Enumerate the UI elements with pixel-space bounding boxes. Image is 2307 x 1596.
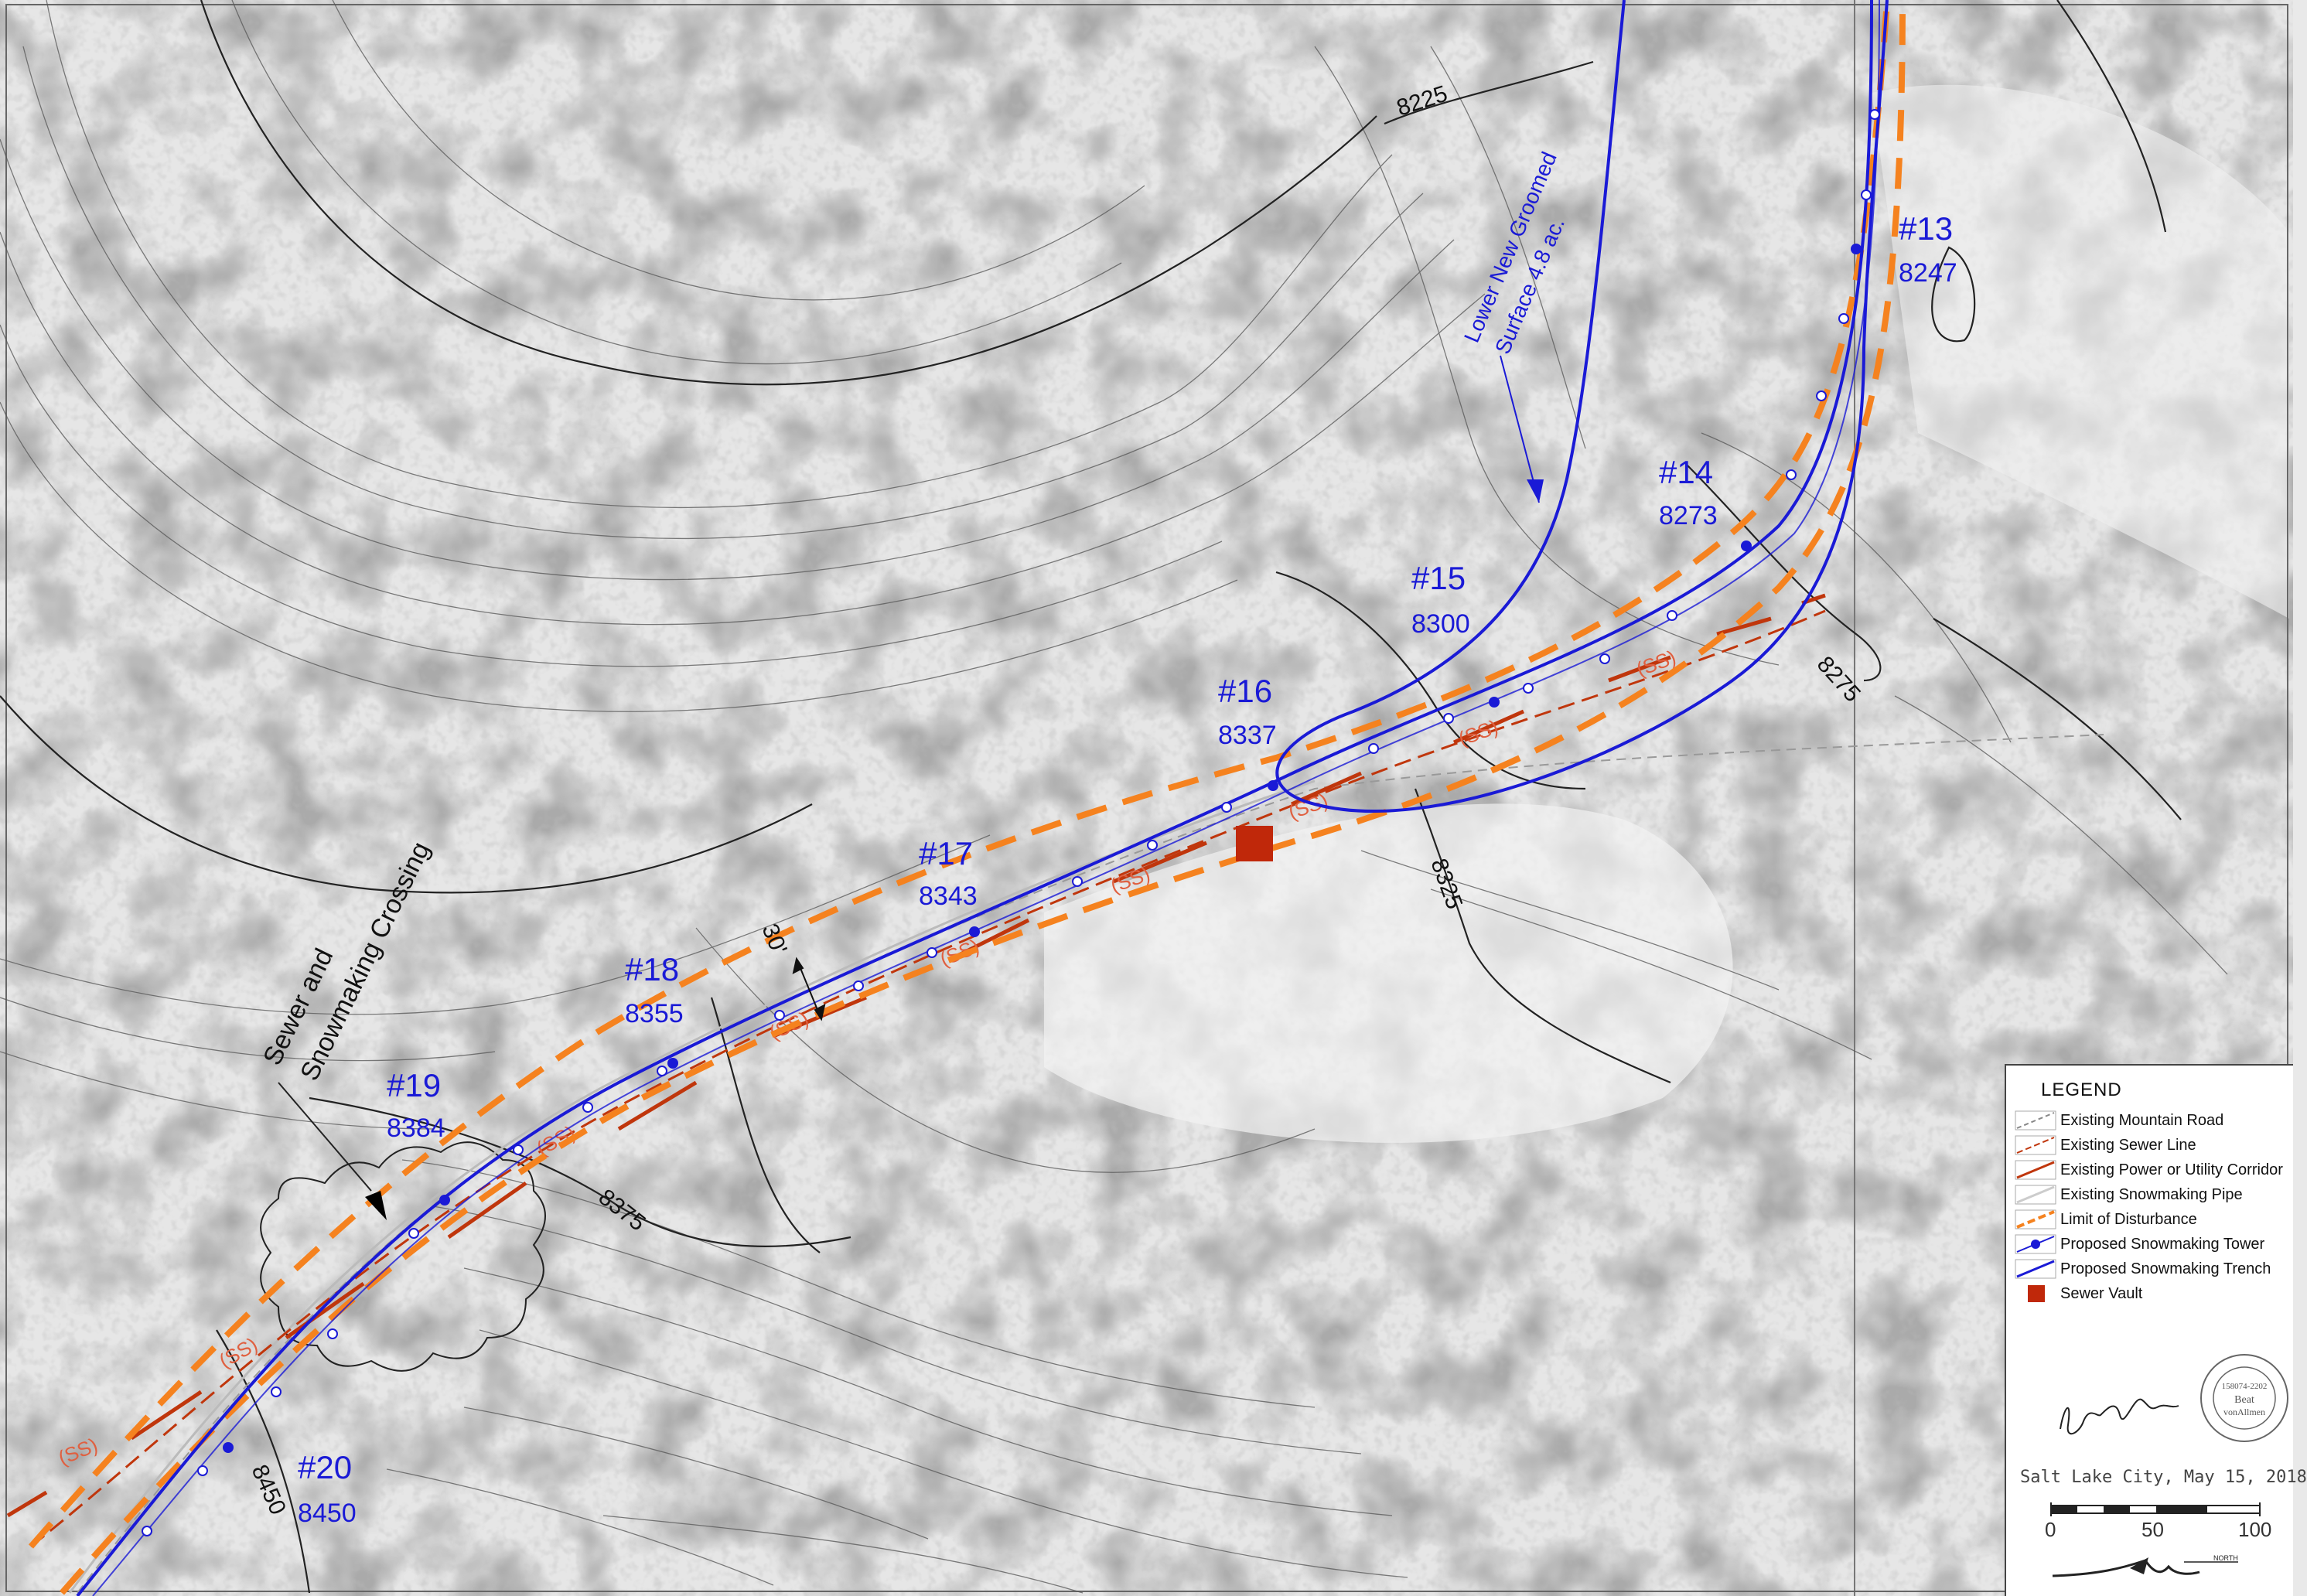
legend-item-trench: Proposed Snowmaking Trench: [2014, 1257, 2292, 1281]
legend-item-vault: Sewer Vault: [2014, 1282, 2292, 1305]
signature-icon: [2060, 1398, 2179, 1435]
map-border: [5, 4, 2288, 1592]
tower-16-id: #16: [1218, 673, 1272, 709]
tower-20-elev: 8450: [298, 1499, 357, 1528]
tower-17-id: #17: [919, 835, 973, 871]
scale-label-0: 0: [2045, 1518, 2056, 1541]
existing-sewer-line: [30, 609, 1826, 1548]
tower-17-elev: 8343: [919, 882, 978, 911]
tower-18-id: #18: [625, 951, 679, 987]
engineer-seal-icon: 158074-2202 Beat vonAllmen: [2200, 1354, 2288, 1442]
groomed-surface-trench: [1275, 0, 1889, 813]
tower-20-id: #20: [298, 1449, 352, 1485]
limit-of-disturbance: [28, 0, 1906, 1595]
legend-title: LEGEND: [2041, 1079, 2122, 1100]
tower-18-marker[interactable]: [667, 1058, 678, 1069]
location-date: Salt Lake City, May 15, 2018: [2020, 1468, 2307, 1487]
tower-16-marker[interactable]: [1268, 780, 1278, 791]
legend-item-pipe: Existing Snowmaking Pipe: [2014, 1183, 2292, 1206]
scale-label-50: 50: [2141, 1518, 2164, 1541]
tower-20-marker[interactable]: [223, 1442, 234, 1453]
tower-19-id: #19: [387, 1067, 441, 1103]
cleared-run: [1044, 803, 1733, 1143]
minor-contours: [0, 0, 2228, 1594]
width-dimension: [792, 957, 826, 1021]
tower-16-elev: 8337: [1218, 721, 1277, 750]
proposed-snowmaking-trench: [76, 0, 1880, 1596]
tower-19-marker[interactable]: [439, 1195, 450, 1206]
cleared-area-ne: [1872, 84, 2289, 619]
tower-15-id: #15: [1411, 560, 1466, 596]
tower-14-elev: 8273: [1659, 501, 1718, 530]
legend-item-disturbance: Limit of Disturbance: [2014, 1208, 2292, 1231]
major-contours: [0, 0, 2182, 1594]
towers: [223, 244, 1862, 1453]
tower-19-elev: 8384: [387, 1113, 445, 1143]
svg-text:vonAllmen: vonAllmen: [2223, 1407, 2265, 1417]
north-arrow-icon: NORTH: [2052, 1554, 2238, 1577]
tower-14-id: #14: [1659, 454, 1713, 490]
tower-15-marker[interactable]: [1489, 697, 1500, 708]
tower-labels: #13 8247 #14 8273 #15 8300 #16 8337 #17 …: [298, 210, 1957, 1528]
legend-item-sewer: Existing Sewer Line: [2014, 1134, 2292, 1157]
groomed-leader: [1500, 355, 1544, 503]
sewer-vault[interactable]: [1236, 826, 1273, 861]
scale-bar: [2050, 1502, 2261, 1516]
signature-seal-area: 158074-2202 Beat vonAllmen: [2006, 1352, 2295, 1468]
tower-13-marker[interactable]: [1851, 244, 1862, 254]
tower-13-elev: 8247: [1899, 258, 1957, 288]
north-label: NORTH: [2213, 1554, 2238, 1562]
tower-18-elev: 8355: [625, 999, 684, 1028]
legend-item-utility: Existing Power or Utility Corridor: [2014, 1158, 2292, 1182]
scale-label-100: 100: [2238, 1518, 2272, 1541]
svg-text:Beat: Beat: [2234, 1394, 2254, 1406]
tower-14-marker[interactable]: [1741, 541, 1752, 551]
legend-item-tower: Proposed Snowmaking Tower: [2014, 1233, 2292, 1256]
tower-17-marker[interactable]: [969, 926, 980, 937]
trench-hydrants: [142, 109, 1880, 1536]
crossing-cloud: [260, 1141, 546, 1372]
legend-item-road: Existing Mountain Road: [2014, 1109, 2292, 1132]
svg-text:158074-2202: 158074-2202: [2222, 1382, 2268, 1391]
tower-15-elev: 8300: [1411, 609, 1470, 639]
legend-panel: LEGEND Existing Mountain Road Existing S…: [2005, 1064, 2307, 1596]
existing-snowmaking-pipe: [68, 779, 1316, 1594]
tower-13-id: #13: [1899, 210, 1953, 247]
crossing-leader: [278, 1082, 387, 1220]
